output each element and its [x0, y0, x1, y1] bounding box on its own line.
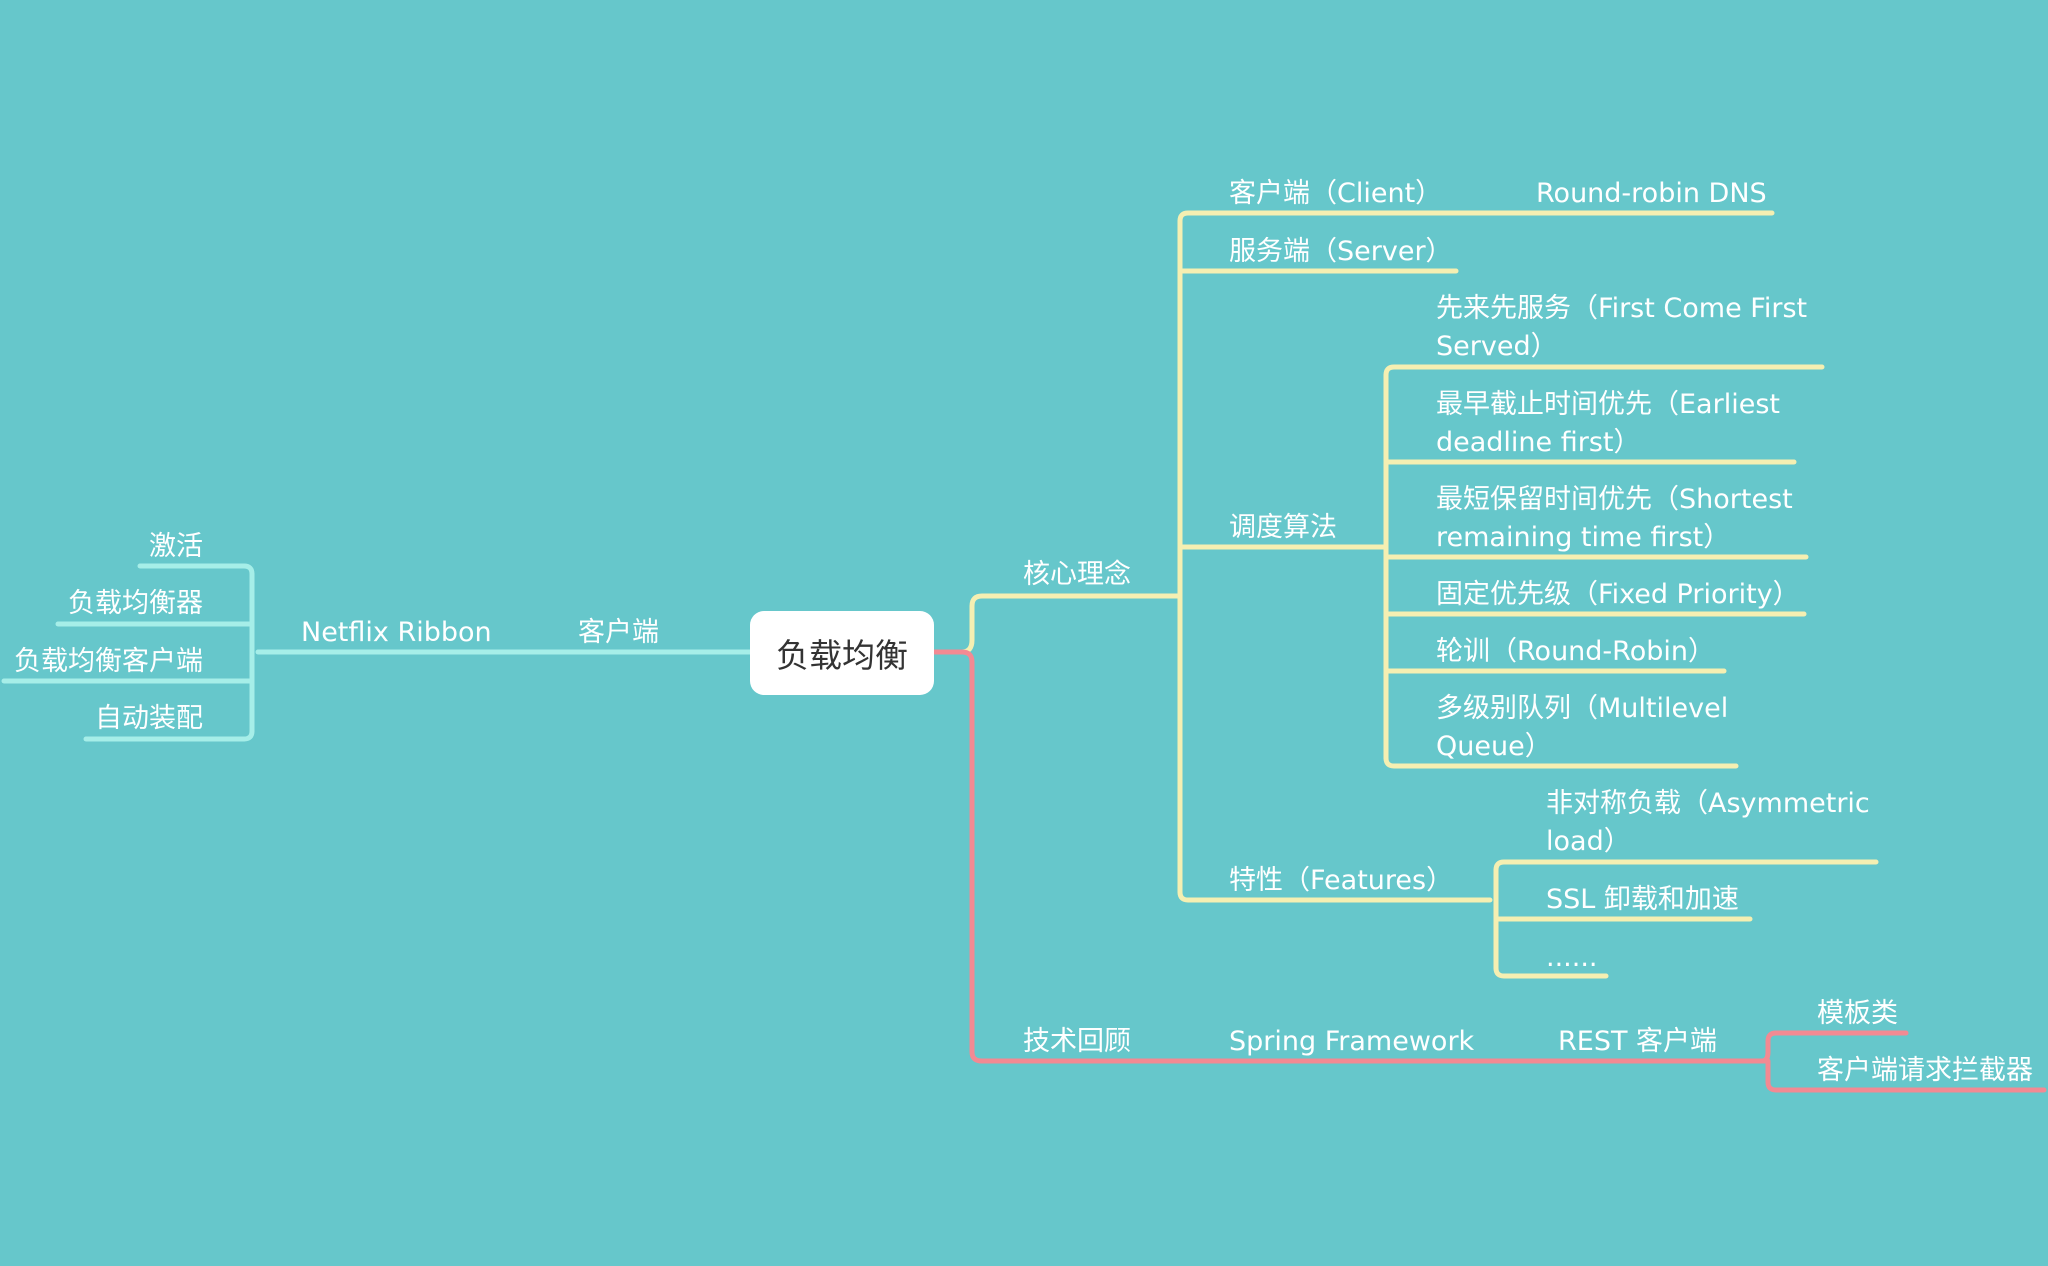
topic-rest-client[interactable]: REST 客户端 — [1558, 1026, 1718, 1057]
topic-ribbon-activate[interactable]: 激活 — [149, 531, 203, 562]
topic-ribbon-load-balancer[interactable]: 负载均衡器 — [68, 588, 203, 619]
link-template-class — [1759, 1030, 1909, 1064]
topic-ribbon-lb-client[interactable]: 负载均衡客户端 — [14, 646, 203, 677]
topic-ribbon-autoconfig[interactable]: 自动装配 — [95, 703, 203, 734]
link-tech-review — [931, 649, 1769, 1064]
topic-algorithm-round-robin[interactable]: 轮训（Round-Robin） — [1436, 636, 1715, 667]
link-core-features — [1177, 889, 1493, 903]
topic-features[interactable]: 特性（Features） — [1229, 865, 1454, 896]
topic-algorithm-fixed-priority[interactable]: 固定优先级（Fixed Priority） — [1436, 579, 1800, 610]
topic-template-class[interactable]: 模板类 — [1817, 998, 1898, 1029]
root-topic[interactable]: 负载均衡 — [750, 611, 934, 695]
link-core-concepts — [959, 593, 1183, 655]
topic-round-robin-dns[interactable]: Round-robin DNS — [1536, 178, 1767, 209]
link-feature-asymmetric — [1493, 859, 1879, 873]
topic-spring-framework[interactable]: Spring Framework — [1229, 1026, 1475, 1057]
topic-core-concepts[interactable]: 核心理念 — [1023, 559, 1131, 590]
topic-request-interceptor[interactable]: 客户端请求拦截器 — [1817, 1055, 2033, 1086]
topic-tech-review[interactable]: 技术回顾 — [1023, 1026, 1131, 1057]
link-feature-more — [1493, 965, 1609, 979]
topic-algorithm-multilevel[interactable]: 多级别队列（Multilevel Queue） — [1436, 693, 1729, 762]
link-algorithm-fcfs — [1383, 364, 1825, 378]
topic-core-server[interactable]: 服务端（Server） — [1229, 236, 1453, 267]
topic-feature-more[interactable]: ...... — [1546, 942, 1598, 973]
topic-left-client[interactable]: 客户端 — [578, 617, 659, 648]
topic-algorithm-edf[interactable]: 最早截止时间优先（Earliest deadline first） — [1436, 389, 1780, 458]
topic-feature-asymmetric[interactable]: 非对称负载（Asymmetric load） — [1546, 788, 1870, 857]
topic-algorithm-fcfs[interactable]: 先来先服务（First Come First Served） — [1436, 293, 1808, 362]
topic-feature-ssl[interactable]: SSL 卸载和加速 — [1546, 884, 1739, 915]
topic-scheduling[interactable]: 调度算法 — [1229, 512, 1337, 543]
link-algorithm-multilevel — [1383, 755, 1739, 769]
topic-algorithm-srtf[interactable]: 最短保留时间优先（Shortest remaining time first） — [1436, 484, 1793, 553]
link-core-client — [1177, 210, 1775, 224]
link-request-interceptor — [1765, 1058, 2047, 1093]
topic-netflix-ribbon[interactable]: Netflix Ribbon — [301, 617, 492, 648]
topic-core-client[interactable]: 客户端（Client） — [1229, 178, 1443, 209]
